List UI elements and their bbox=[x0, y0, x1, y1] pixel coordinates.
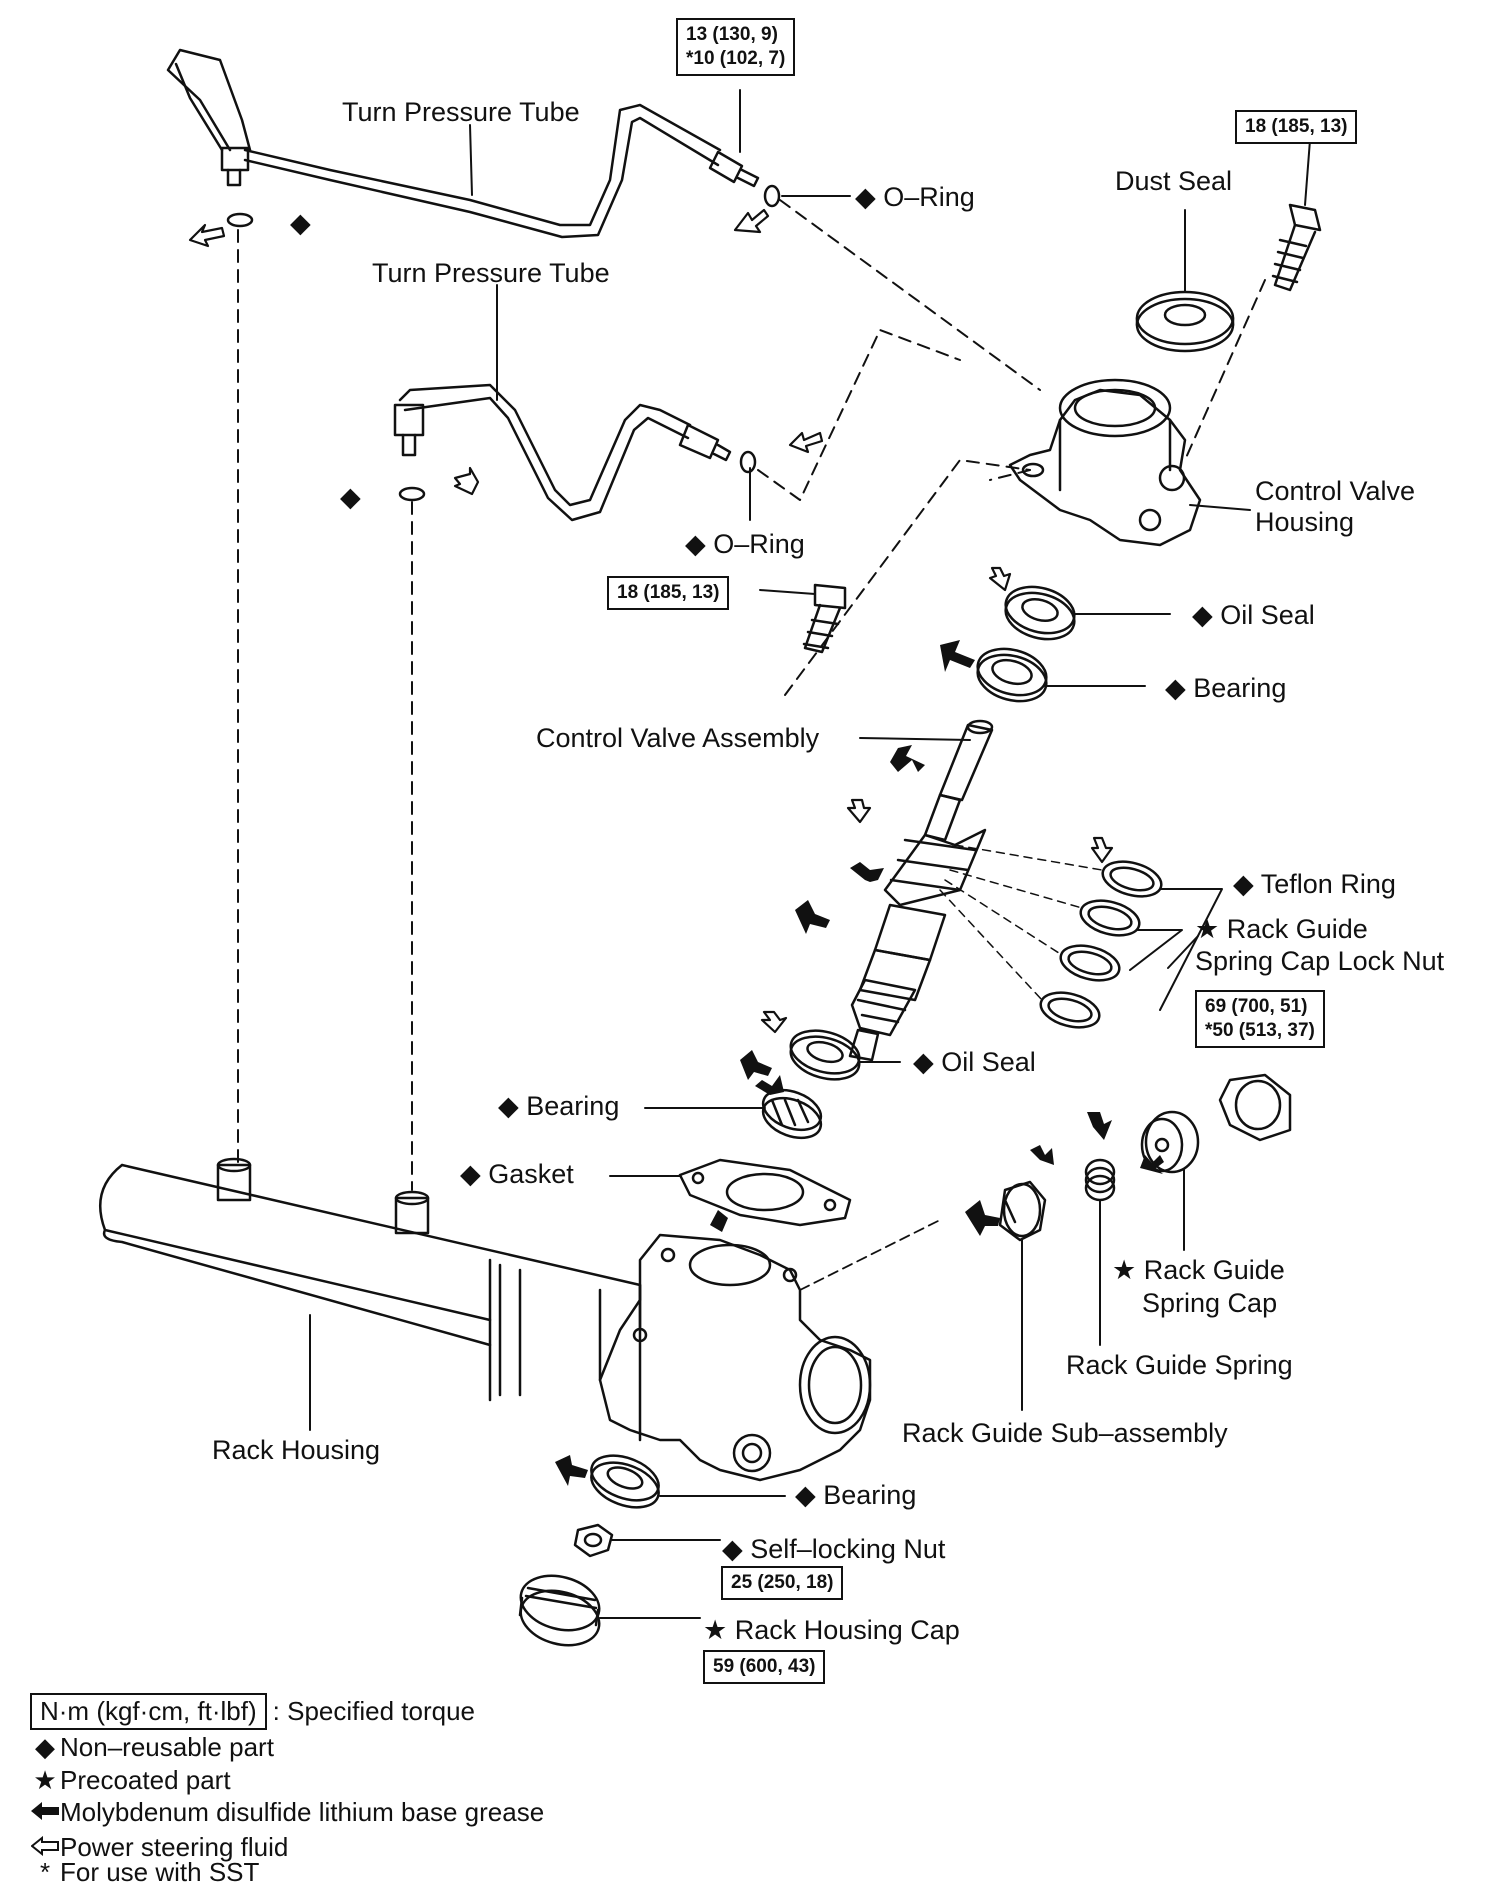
label-rack-housing-cap: ★ Rack Housing Cap bbox=[703, 1615, 960, 1645]
rack-guide-sub-assembly bbox=[998, 1180, 1047, 1242]
legend-torque-text: : Specified torque bbox=[272, 1696, 476, 1726]
turn-pressure-tube-lower bbox=[393, 383, 732, 522]
diamond-icon: ◆ bbox=[35, 1732, 55, 1762]
legend-fluid-text: Power steering fluid bbox=[60, 1832, 289, 1862]
valve-bolt bbox=[802, 583, 847, 654]
legend-grease-text: Molybdenum disulfide lithium base grease bbox=[60, 1797, 545, 1827]
label-lock-nut-1: ★ Rack Guide bbox=[1195, 914, 1368, 944]
label-o-ring-lower: ◆ O–Ring bbox=[685, 529, 805, 559]
torque-tube-union-1: 13 (130, 9) bbox=[686, 24, 778, 45]
o-ring-lower-left bbox=[398, 486, 426, 502]
torque-tube-union-2: *10 (102, 7) bbox=[686, 47, 786, 69]
dust-seal bbox=[1135, 290, 1235, 353]
label-control-valve-housing-1: Control Valve bbox=[1255, 476, 1416, 506]
rack-guide-spring-cap bbox=[1140, 1110, 1200, 1174]
label-oil-seal-lower: ◆ Oil Seal bbox=[913, 1047, 1036, 1077]
label-diamond-upper: ◆ bbox=[290, 208, 311, 238]
legend-torque: N·m (kgf·cm, ft·lbf): Specified torque bbox=[30, 1693, 475, 1730]
label-control-valve-assembly: Control Valve Assembly bbox=[536, 723, 820, 753]
label-rack-housing: Rack Housing bbox=[212, 1435, 381, 1465]
turn-pressure-tube-upper bbox=[166, 48, 760, 239]
rack-guide-spring bbox=[1084, 1158, 1116, 1202]
solid-arrow-icon bbox=[30, 1797, 60, 1828]
label-oil-seal-upper: ◆ Oil Seal bbox=[1192, 600, 1315, 630]
bearing-upper bbox=[976, 647, 1048, 703]
label-lock-nut-2: Spring Cap Lock Nut bbox=[1195, 946, 1445, 976]
label-bearing-middle: ◆ Bearing bbox=[498, 1091, 620, 1121]
bearing-lower bbox=[590, 1454, 660, 1509]
o-ring-upper bbox=[763, 184, 781, 208]
legend-torque-box: N·m (kgf·cm, ft·lbf) bbox=[30, 1693, 267, 1730]
control-valve-assembly bbox=[848, 719, 994, 1062]
label-rack-guide-sub-assembly: Rack Guide Sub–assembly bbox=[902, 1418, 1228, 1448]
torque-rack-housing-cap: 59 (600, 43) bbox=[703, 1650, 826, 1684]
torque-tube-union: 13 (130, 9) *10 (102, 7) bbox=[676, 18, 796, 76]
asterisk-icon: * bbox=[39, 1857, 51, 1887]
housing-bolt bbox=[1271, 203, 1322, 292]
label-rack-guide-spring-cap-2: Spring Cap bbox=[1142, 1288, 1278, 1318]
o-ring-lower bbox=[739, 450, 757, 474]
control-valve-housing bbox=[1008, 378, 1202, 547]
legend-fluid: Power steering fluid bbox=[30, 1832, 288, 1863]
rack-housing bbox=[98, 1157, 941, 1482]
o-ring-upper-left bbox=[226, 212, 254, 228]
label-bearing-lower: ◆ Bearing bbox=[795, 1480, 917, 1510]
legend-sst-text: For use with SST bbox=[60, 1857, 260, 1887]
torque-lock-nut-1: 69 (700, 51) bbox=[1205, 996, 1308, 1017]
star-icon: ★ bbox=[33, 1765, 57, 1795]
label-gasket: ◆ Gasket bbox=[460, 1159, 574, 1189]
label-teflon-ring: ◆ Teflon Ring bbox=[1233, 869, 1396, 899]
label-control-valve-housing-2: Housing bbox=[1255, 507, 1355, 537]
oil-seal-upper bbox=[1004, 585, 1076, 641]
label-bearing-upper: ◆ Bearing bbox=[1165, 673, 1287, 703]
torque-housing-bolt: 18 (185, 13) bbox=[1235, 110, 1358, 144]
oil-seal-lower bbox=[789, 1029, 861, 1081]
label-o-ring-upper: ◆ O–Ring bbox=[855, 182, 975, 212]
label-self-locking-nut: ◆ Self–locking Nut bbox=[722, 1534, 946, 1564]
label-turn-pressure-tube-upper: Turn Pressure Tube bbox=[342, 97, 580, 127]
teflon-ring-set bbox=[1039, 860, 1163, 1029]
gasket bbox=[678, 1158, 852, 1227]
torque-lock-nut: 69 (700, 51) *50 (513, 37) bbox=[1195, 990, 1325, 1048]
label-rack-guide-spring: Rack Guide Spring bbox=[1066, 1350, 1293, 1380]
legend-grease: Molybdenum disulfide lithium base grease bbox=[30, 1797, 544, 1828]
bearing-middle bbox=[761, 1088, 823, 1140]
torque-lock-nut-2: *50 (513, 37) bbox=[1205, 1019, 1315, 1041]
self-locking-nut bbox=[573, 1523, 614, 1558]
legend-precoated-text: Precoated part bbox=[60, 1765, 231, 1795]
label-dust-seal: Dust Seal bbox=[1115, 166, 1233, 196]
rack-guide-lock-nut bbox=[1218, 1073, 1292, 1142]
torque-valve-bolt: 18 (185, 13) bbox=[607, 576, 730, 610]
label-rack-guide-spring-cap-1: ★ Rack Guide bbox=[1112, 1255, 1285, 1285]
torque-self-locking-nut: 25 (250, 18) bbox=[721, 1566, 844, 1600]
legend-sst: * For use with SST bbox=[30, 1857, 259, 1888]
label-diamond-lower: ◆ bbox=[340, 482, 361, 512]
legend-nonreusable-text: Non–reusable part bbox=[60, 1732, 274, 1762]
hollow-arrow-icon bbox=[30, 1832, 60, 1863]
legend-precoated: ★Precoated part bbox=[30, 1765, 231, 1796]
rack-housing-cap bbox=[518, 1574, 601, 1647]
label-turn-pressure-tube-lower: Turn Pressure Tube bbox=[372, 258, 610, 288]
legend-nonreusable: ◆Non–reusable part bbox=[30, 1732, 274, 1763]
